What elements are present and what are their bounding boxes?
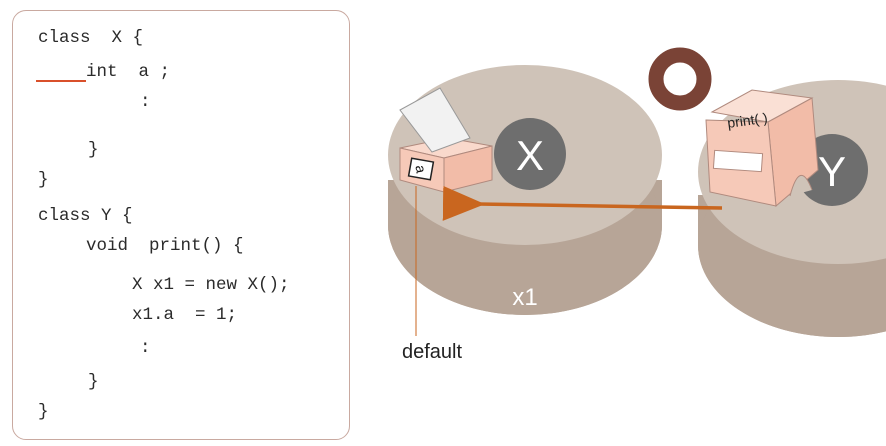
blank-modifier-underline — [36, 80, 86, 82]
method-box-print — [705, 89, 819, 208]
access-arrow — [442, 185, 723, 221]
field-label-a: a — [412, 164, 429, 175]
instance-label-x1: x1 — [512, 284, 537, 311]
class-badge-y-label: Y — [818, 148, 846, 195]
method-label-print: print( ) — [726, 109, 768, 130]
code-line-class-x: class X { — [38, 28, 144, 48]
code-line-close-brace-2: } — [38, 170, 49, 190]
code-line-void-print: void print() { — [86, 236, 244, 256]
code-line-ellipsis-1: : — [140, 92, 151, 112]
code-line-int-a: int a ; — [86, 62, 171, 82]
code-line-close-brace-1: } — [88, 140, 99, 160]
code-line-class-y: class Y { — [38, 206, 133, 226]
code-line-new-x: X x1 = new X(); — [132, 275, 290, 295]
code-line-assign-a: x1.a = 1; — [132, 305, 238, 325]
code-line-close-brace-3: } — [88, 372, 99, 392]
class-badge-x-label: X — [516, 132, 544, 179]
ok-ring-icon — [648, 47, 712, 111]
class-badge-x — [494, 118, 566, 190]
code-line-close-brace-4: } — [38, 402, 49, 422]
code-line-ellipsis-2: : — [140, 338, 151, 358]
default-label: default — [402, 341, 462, 363]
field-box-a — [399, 87, 493, 193]
